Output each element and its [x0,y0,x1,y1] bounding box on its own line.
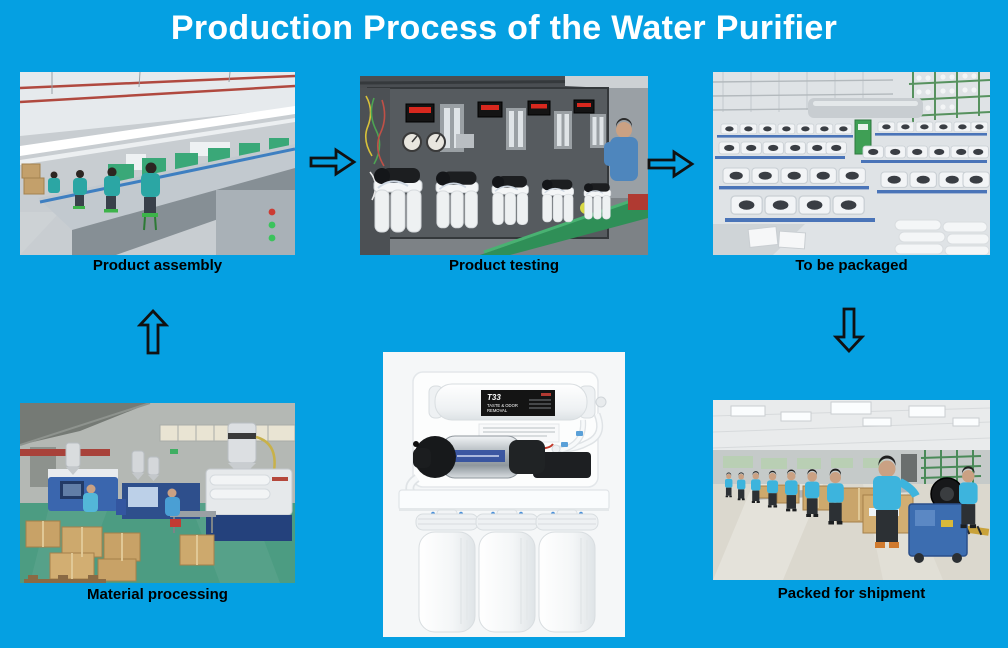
caption-product-assembly: Product assembly [92,257,223,274]
molding-shop-illustration [20,403,295,583]
product-label-brand: T33 [487,393,501,402]
arrow-right-icon [309,146,357,178]
stacked-units-illustration [713,72,990,255]
arrow-right-icon [647,148,695,180]
caption-to-be-packaged: To be packaged [795,257,908,274]
product-label-line1: TASTE & ODOR [487,403,518,408]
photo-product-assembly [20,72,295,255]
page-title: Production Process of the Water Purifier [170,9,838,47]
product-label-line2: REMOVAL [487,408,508,413]
water-purifier-illustration: T33 TASTE & ODOR REMOVAL [383,352,625,637]
test-panel-illustration [360,76,648,255]
packing-line-illustration [713,400,990,580]
caption-material-processing: Material processing [87,586,228,603]
photo-product-testing [360,76,648,255]
photo-water-purifier-product: T33 TASTE & ODOR REMOVAL [383,352,625,637]
photo-packed-for-shipment [713,400,990,580]
caption-packed-for-shipment: Packed for shipment [777,585,926,602]
photo-material-processing [20,403,295,583]
assembly-line-illustration [20,72,295,255]
photo-to-be-packaged [713,72,990,255]
caption-product-testing: Product testing [448,257,559,274]
arrow-up-icon [136,308,170,356]
arrow-down-icon [832,306,866,354]
